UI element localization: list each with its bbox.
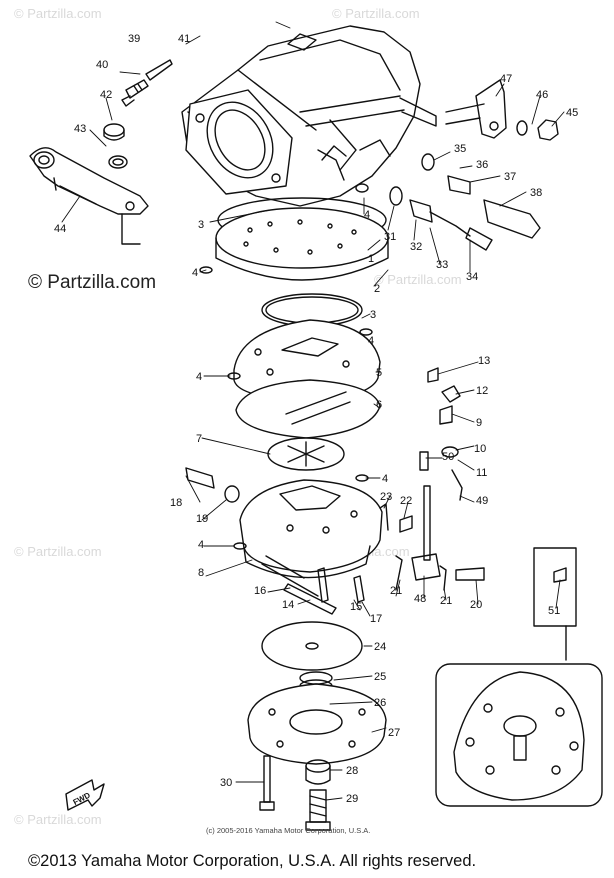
callout-33: 33 (436, 259, 448, 271)
callout-38: 38 (530, 187, 542, 199)
callout-4: 4 (368, 335, 374, 347)
plug-and-ring (103, 123, 128, 169)
callout-21: 21 (390, 585, 402, 597)
callout-19: 19 (196, 513, 208, 525)
leader-lines (61, 21, 565, 801)
callout-50: 50 (442, 451, 454, 463)
watermark-main: © Partzilla.com (28, 272, 157, 293)
inset-detail (435, 663, 603, 807)
callout-8: 8 (198, 567, 204, 579)
callout-4: 4 (196, 371, 202, 383)
callout-20: 20 (470, 599, 482, 611)
idle-screw-assembly (121, 59, 173, 107)
callout-26: 26 (374, 697, 386, 709)
callout-51: 51 (548, 605, 560, 617)
callout-41: 41 (178, 33, 190, 45)
callout-12: 12 (476, 385, 488, 397)
callout-43: 43 (74, 123, 86, 135)
callout-11: 11 (476, 467, 487, 479)
callout-15: 15 (350, 601, 362, 613)
callout-42: 42 (100, 89, 112, 101)
cover-27 (247, 683, 387, 765)
inset-51-box (533, 547, 577, 661)
watermark-faint: © Partzilla.com (332, 6, 420, 21)
callout-36: 36 (476, 159, 488, 171)
callout-46: 46 (536, 89, 548, 101)
callout-10: 10 (474, 443, 486, 455)
callout-5: 5 (376, 367, 382, 379)
callout-23: 23 (380, 491, 392, 503)
callout-28: 28 (346, 765, 358, 777)
callout-4: 4 (364, 209, 370, 221)
callout-4: 4 (192, 267, 198, 279)
callout-4: 4 (198, 539, 204, 551)
callout-4: 4 (382, 473, 388, 485)
callout-27: 27 (388, 727, 400, 739)
callout-1: 1 (368, 253, 374, 265)
fuel-inlet-joint (29, 147, 149, 245)
needle-and-lever (379, 485, 485, 591)
diaphragm-24 (261, 621, 363, 671)
callout-49: 49 (476, 495, 488, 507)
carburetor-body (181, 25, 437, 207)
callout-24: 24 (374, 641, 386, 653)
check-valve-7 (267, 437, 345, 471)
fitting-18 (185, 467, 240, 503)
callout-18: 18 (170, 497, 182, 509)
callout-3: 3 (198, 219, 204, 231)
filter-28 (305, 759, 331, 785)
callout-7: 7 (196, 433, 202, 445)
watermark-faint: © Partzilla.com (374, 272, 462, 287)
callout-44: 44 (54, 223, 66, 235)
callout-29: 29 (346, 793, 358, 805)
callout-37: 37 (504, 171, 516, 183)
callout-labels: 41 39 40 42 43 44 47 46 45 35 36 37 38 3… (54, 33, 578, 805)
callout-35: 35 (454, 143, 466, 155)
watermark-faint: © Partzilla.com (14, 812, 102, 827)
callout-14: 14 (282, 599, 294, 611)
callout-2: 2 (374, 283, 380, 295)
fwd-arrow (65, 779, 105, 811)
callout-25: 25 (374, 671, 386, 683)
bolt-29 (305, 789, 331, 831)
callout-13: 13 (478, 355, 490, 367)
pump-body-8 (239, 479, 383, 597)
callout-47: 47 (500, 73, 512, 85)
callout-31: 31 (384, 231, 396, 243)
watermark-faint: © Partzilla.com (14, 6, 102, 21)
callout-39: 39 (128, 33, 140, 45)
watermark-faint: © Partzilla.com (14, 544, 102, 559)
callout-32: 32 (410, 241, 422, 253)
lever-bracket (445, 79, 559, 141)
fwd-label: FWD (72, 790, 93, 807)
screw-30 (259, 755, 275, 811)
o-ring-4 (199, 266, 213, 274)
copyright-main: ©2013 Yamaha Motor Corporation, U.S.A. A… (28, 852, 477, 870)
lever-pin-parts (283, 567, 365, 615)
callout-45: 45 (566, 107, 578, 119)
callout-30: 30 (220, 777, 232, 789)
throttle-shaft-parts (355, 153, 541, 251)
callout-40: 40 (96, 59, 108, 71)
callout-16: 16 (254, 585, 266, 597)
callout-48: 48 (414, 593, 426, 605)
copyright-small: (c) 2005-2016 Yamaha Motor Corporation, … (206, 826, 371, 835)
callout-9: 9 (476, 417, 482, 429)
diaphragm-6 (235, 379, 381, 439)
callout-6: 6 (376, 399, 382, 411)
callout-34: 34 (466, 271, 478, 283)
callout-21: 21 (440, 595, 452, 607)
plate-2 (215, 207, 389, 281)
callout-22: 22 (400, 495, 412, 507)
needle-valve-parts (419, 367, 463, 501)
callout-3: 3 (370, 309, 376, 321)
callout-17: 17 (370, 613, 382, 625)
o-ring-4 (359, 328, 373, 336)
